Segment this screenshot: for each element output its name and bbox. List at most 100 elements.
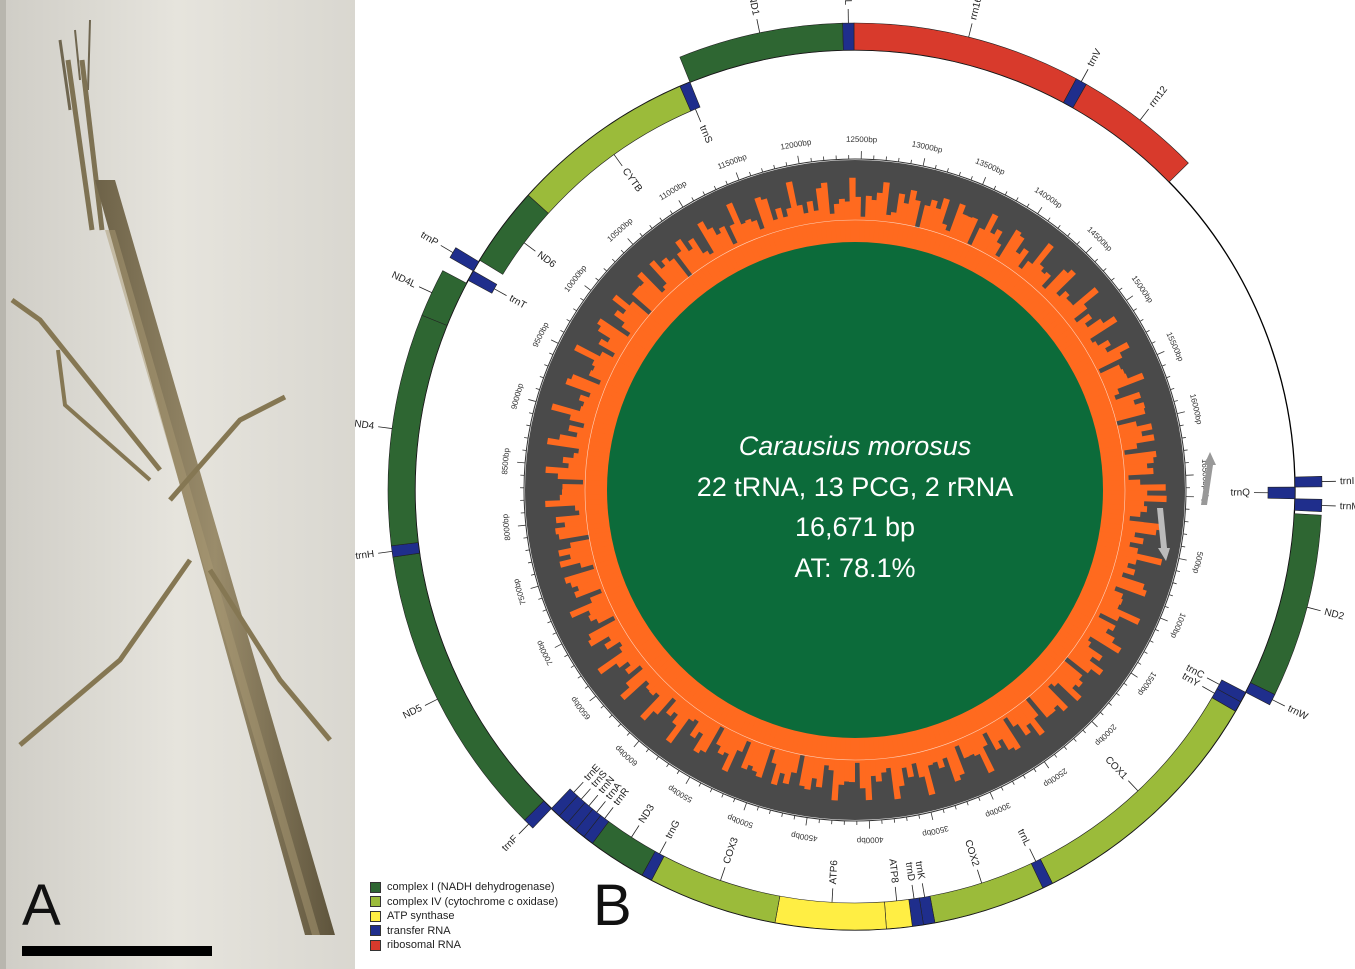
- gene-leader-line: [922, 883, 924, 897]
- tick-mark: [1034, 769, 1036, 772]
- tick-mark: [943, 809, 944, 813]
- gene-leader-line: [1081, 69, 1088, 81]
- gene-cox3: [652, 856, 780, 922]
- gene-nd1: [680, 23, 844, 82]
- tick-mark: [1174, 400, 1178, 401]
- gene-leader-line: [589, 795, 598, 806]
- tick-mark: [1016, 197, 1018, 200]
- tick-mark: [529, 413, 533, 414]
- gene-leader-line: [524, 243, 535, 251]
- gene-count: 22 tRNA, 13 PCG, 2 rRNA: [697, 472, 1014, 502]
- gene-trni: [1295, 476, 1322, 487]
- legend-item: ribosomal RNA: [370, 938, 558, 953]
- tick-mark: [628, 239, 633, 245]
- tick-mark: [749, 172, 750, 176]
- gene-leader-line: [631, 825, 639, 837]
- panel-label-b: B: [593, 872, 632, 939]
- legend-item: transfer RNA: [370, 924, 558, 939]
- legend-label: complex IV (cytochrome c oxidase): [387, 896, 558, 908]
- tick-label: 11000bp: [657, 178, 688, 202]
- tick-mark: [540, 376, 544, 377]
- tick-mark: [1160, 618, 1167, 621]
- tick-label: 15000bp: [1130, 274, 1156, 305]
- tick-mark: [911, 160, 912, 164]
- tick-mark: [634, 741, 639, 747]
- gene-label: trnH: [355, 549, 375, 562]
- gene-label: trnL: [1015, 827, 1033, 848]
- gene-leader-line: [977, 870, 981, 883]
- tick-mark: [524, 437, 528, 438]
- tick-mark: [811, 158, 812, 162]
- tick-label: 5500bp: [666, 783, 694, 804]
- tick-mark: [1044, 762, 1049, 769]
- tick-mark: [1177, 412, 1185, 414]
- gene-leader-line: [895, 887, 896, 901]
- tick-mark: [703, 192, 705, 196]
- tick-mark: [733, 798, 734, 802]
- tick-mark: [1119, 288, 1122, 290]
- tick-mark: [549, 353, 553, 355]
- gene-leader-line: [1272, 700, 1285, 706]
- tick-mark: [935, 165, 936, 169]
- tick-mark: [1023, 775, 1025, 778]
- tick-mark: [573, 309, 576, 311]
- gene-leader-line: [757, 19, 760, 33]
- tick-label: 10000bp: [562, 263, 588, 294]
- tick-label: 15500bp: [1164, 331, 1185, 364]
- tick-mark: [757, 807, 758, 811]
- tick-mark: [726, 181, 728, 185]
- tick-label: 9000bp: [509, 382, 525, 411]
- tick-mark: [1179, 558, 1187, 560]
- tick-mark: [1077, 241, 1080, 244]
- gene-label: trnS: [697, 124, 714, 145]
- tick-mark: [596, 278, 599, 281]
- tick-mark: [601, 706, 604, 709]
- gene-label: ND2: [1323, 607, 1346, 623]
- tick-mark: [609, 715, 612, 718]
- tick-mark: [518, 525, 526, 526]
- legend-item: complex IV (cytochrome c oxidase): [370, 895, 558, 910]
- species-name: Carausius morosus: [739, 431, 972, 461]
- gene-label: CYTB: [620, 166, 645, 194]
- tick-mark: [580, 298, 583, 300]
- tick-mark: [1146, 330, 1150, 332]
- tick-mark: [1144, 652, 1147, 654]
- gene-nd6: [480, 195, 549, 274]
- gene-label: trnV: [1086, 47, 1105, 69]
- tick-mark: [990, 792, 993, 799]
- tick-mark: [786, 162, 787, 166]
- tick-mark: [1092, 721, 1098, 727]
- tick-label: 8500bp: [500, 447, 511, 475]
- tick-mark: [627, 733, 630, 736]
- gene-label: COX3: [722, 836, 741, 866]
- legend-label: complex I (NADH dehydrogenase): [387, 881, 555, 893]
- gene-leader-line: [605, 807, 613, 818]
- tick-mark: [1116, 693, 1119, 695]
- tick-mark: [531, 586, 539, 588]
- gene-leader-line: [1140, 109, 1149, 120]
- legend-item: complex I (NADH dehydrogenase): [370, 880, 558, 895]
- tick-mark: [660, 218, 662, 221]
- tick-mark: [1038, 207, 1042, 214]
- tick-mark: [1157, 351, 1164, 354]
- tick-mark: [686, 777, 690, 784]
- genome-length: 16,671 bp: [795, 512, 915, 542]
- tick-label: 1500bp: [1136, 670, 1159, 698]
- tick-mark: [798, 156, 799, 164]
- tick-mark: [564, 655, 567, 657]
- tick-mark: [585, 686, 588, 688]
- tick-mark: [553, 633, 557, 635]
- tick-mark: [1001, 787, 1003, 791]
- tick-label: 13500bp: [974, 156, 1007, 177]
- gene-atp8: [885, 899, 913, 928]
- tick-mark: [640, 233, 643, 236]
- tick-mark: [1133, 309, 1136, 311]
- tick-mark: [744, 803, 747, 811]
- gene-label: COX1: [1103, 755, 1130, 783]
- tick-mark: [538, 598, 542, 599]
- tick-mark: [560, 330, 564, 332]
- tick-mark: [714, 186, 716, 190]
- tick-label: 10500bp: [605, 216, 635, 244]
- tick-mark: [612, 259, 615, 262]
- tick-mark: [571, 665, 574, 667]
